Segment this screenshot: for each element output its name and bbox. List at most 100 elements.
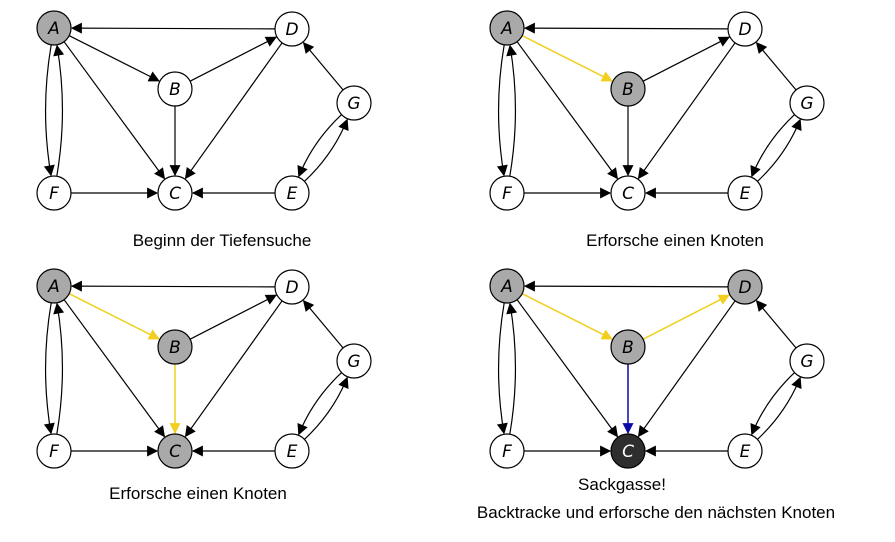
edge-d-a: [70, 280, 276, 292]
node-circle: [727, 269, 763, 305]
edge-b-d: [189, 36, 277, 82]
node-circle: [789, 343, 825, 379]
node-c: C: [157, 175, 193, 211]
node-d: D: [274, 269, 310, 305]
edge-g-e: [297, 114, 343, 178]
edge-g-e: [750, 372, 796, 436]
panel-nodes: A D B G F C E: [36, 268, 372, 469]
panel-edges: [496, 280, 802, 457]
node-b: B: [610, 71, 646, 107]
node-circle: [274, 433, 310, 469]
edge-g-e: [297, 372, 343, 436]
edge-d-a: [523, 22, 729, 34]
node-circle: [36, 433, 72, 469]
node-g: G: [336, 343, 372, 379]
node-label: F: [502, 442, 512, 462]
node-b: B: [157, 329, 193, 365]
node-c: C: [610, 175, 646, 211]
node-label: G: [800, 94, 813, 114]
edge-e-g: [303, 118, 349, 182]
node-d: D: [727, 269, 763, 305]
node-circle: [36, 175, 72, 211]
node-label: D: [738, 278, 751, 298]
edge-a-b: [68, 35, 160, 82]
edge-a-b: [521, 35, 613, 82]
node-b: B: [610, 329, 646, 365]
node-circle: [727, 175, 763, 211]
node-circle: [157, 71, 193, 107]
panel-caption-2: Backtracke und erforsche den nächsten Kn…: [477, 503, 835, 522]
node-c: C: [157, 433, 193, 469]
edge-f-a: [506, 302, 518, 435]
panel-nodes: A D B G F C E: [489, 10, 825, 211]
edge-e-g: [756, 376, 802, 440]
node-circle: [36, 10, 72, 46]
panel-caption-1: Sackgasse!: [578, 475, 666, 494]
edge-a-b: [521, 293, 613, 340]
edge-b-d: [642, 36, 730, 82]
node-label: B: [169, 338, 181, 358]
edge-a-c: [516, 299, 619, 438]
node-e: E: [274, 433, 310, 469]
node-circle: [489, 175, 525, 211]
edge-d-c: [184, 42, 283, 180]
node-circle: [274, 11, 310, 47]
edge-d-a: [523, 280, 729, 292]
node-label: D: [285, 20, 298, 40]
node-label: E: [287, 442, 298, 462]
node-label: A: [47, 19, 60, 39]
node-label: F: [49, 442, 59, 462]
edge-f-a: [53, 302, 65, 435]
node-a: A: [489, 10, 525, 46]
node-circle: [36, 268, 72, 304]
edge-e-g: [756, 118, 802, 182]
node-f: F: [489, 175, 525, 211]
node-circle: [157, 329, 193, 365]
node-label: D: [738, 20, 751, 40]
node-d: D: [727, 11, 763, 47]
node-label: B: [622, 80, 634, 100]
node-circle: [610, 71, 646, 107]
edge-d-c: [637, 300, 736, 438]
edge-d-c: [184, 300, 283, 438]
panel-edges: [43, 22, 349, 199]
node-label: B: [622, 338, 634, 358]
node-d: D: [274, 11, 310, 47]
edge-a-c: [516, 41, 619, 180]
node-b: B: [157, 71, 193, 107]
edge-b-d: [189, 294, 277, 340]
node-f: F: [489, 433, 525, 469]
edge-e-g: [303, 376, 349, 440]
node-a: A: [36, 10, 72, 46]
edge-a-f: [43, 44, 55, 177]
node-label: A: [47, 277, 60, 297]
node-label: G: [800, 352, 813, 372]
edge-b-d: [642, 294, 730, 340]
panel-caption-1: Beginn der Tiefensuche: [133, 231, 312, 250]
node-circle: [157, 433, 193, 469]
node-circle: [336, 85, 372, 121]
edge-d-a: [70, 22, 276, 34]
node-circle: [489, 433, 525, 469]
node-label: C: [622, 184, 634, 204]
node-circle: [610, 175, 646, 211]
node-circle: [274, 269, 310, 305]
node-circle: [274, 175, 310, 211]
edge-g-e: [750, 114, 796, 178]
node-f: F: [36, 433, 72, 469]
node-label: E: [740, 184, 751, 204]
edge-a-f: [496, 302, 508, 435]
node-e: E: [727, 433, 763, 469]
node-label: F: [502, 184, 512, 204]
node-label: C: [622, 442, 634, 462]
edge-a-c: [63, 41, 166, 180]
edge-a-b: [68, 293, 160, 340]
